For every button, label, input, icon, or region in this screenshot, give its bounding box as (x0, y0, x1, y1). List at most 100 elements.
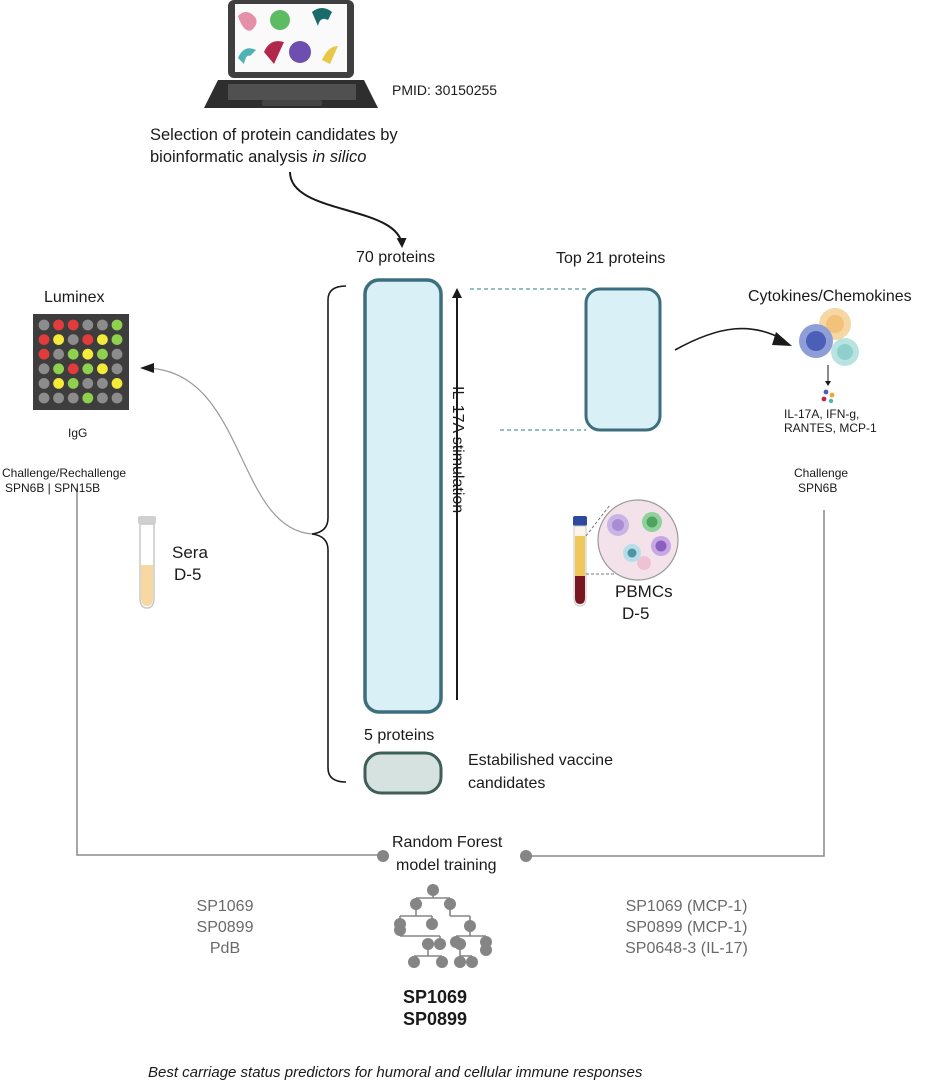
protein-box-top21 (584, 287, 662, 432)
pbmcs-line1: PBMCs (615, 582, 673, 601)
tree-node (427, 884, 439, 896)
selection-arrow (289, 171, 407, 248)
luminex-well (82, 363, 94, 375)
pbmcs-line2: D-5 (622, 604, 650, 623)
protein-column-70 (363, 278, 443, 714)
luminex-well (97, 378, 108, 389)
luminex-well (53, 348, 64, 360)
tree-node (444, 898, 456, 910)
luminex-well (97, 319, 108, 331)
cellular-predictor-2: SP0899 (MCP-1) (625, 919, 748, 936)
luminex-well (67, 334, 79, 345)
tree-node (480, 944, 492, 956)
luminex-well (97, 392, 108, 404)
tree-node (394, 924, 406, 936)
challenge-cellular-line2: SPN6B (798, 481, 838, 495)
established-line2: candidates (468, 775, 546, 792)
pmid-label: PMID: 30150255 (392, 82, 498, 98)
luminex-well (53, 334, 64, 345)
luminex-well (111, 348, 123, 360)
selection-text-line2: bioinformatic analysis in silico (150, 148, 366, 167)
challenge-cellular-line1: Challenge (794, 466, 849, 480)
brace-to-luminex-curve (145, 367, 313, 535)
humoral-predictors: SP1069 SP0899 PdB (150, 896, 300, 959)
cytokines-title: Cytokines/Chemokines (748, 288, 912, 305)
il17a-stimulation-label: IL-17A stimulation (449, 386, 466, 514)
luminex-well (97, 363, 108, 375)
selection-text-prefix: bioinformatic analysis (150, 148, 313, 166)
challenge-humoral-line1: Challenge/Rechallenge (2, 466, 127, 480)
luminex-well (111, 392, 123, 404)
random-forest-nodes (394, 884, 492, 968)
final-predictor-1: SP1069 (402, 987, 468, 1007)
sera-line2: D-5 (174, 565, 202, 584)
luminex-well (111, 378, 123, 389)
luminex-well (82, 348, 94, 360)
luminex-well (67, 319, 79, 331)
protein-box-5 (363, 751, 443, 795)
sera-tube-icon (138, 516, 156, 609)
cytokines-line2: RANTES, MCP-1 (784, 421, 877, 435)
pbmc-circle-icon (597, 499, 679, 581)
cellular-node-dot (520, 850, 532, 862)
protein-brace (311, 285, 347, 783)
luminex-well (82, 334, 94, 345)
humoral-node-dot (377, 850, 389, 862)
luminex-well (67, 392, 79, 404)
selection-text-line1: Selection of protein candidates by (150, 126, 398, 144)
luminex-well (111, 334, 123, 345)
igg-label: IgG (68, 426, 88, 440)
selection-text-italic: in silico (312, 148, 367, 166)
tree-node (466, 956, 478, 968)
top21-to-cells-arrow (674, 327, 785, 351)
luminex-well (67, 378, 79, 389)
cellular-connector (528, 510, 825, 857)
figure-caption: Best carriage status predictors for humo… (148, 1064, 643, 1081)
sera-line1: Sera (172, 543, 208, 562)
humoral-connector (76, 488, 378, 856)
cells-arrowhead (772, 332, 792, 346)
tree-node (410, 898, 422, 910)
random-forest-line2: model training (396, 857, 497, 874)
tree-node (408, 956, 420, 968)
tree-node (422, 938, 434, 950)
humoral-predictor-2: SP0899 (196, 919, 254, 936)
tree-node (464, 920, 476, 932)
luminex-well (38, 392, 50, 404)
luminex-well (38, 378, 50, 389)
luminex-well (38, 319, 50, 331)
cellular-predictor-3: SP0648-3 (IL-17) (625, 940, 748, 957)
cellular-predictors: SP1069 (MCP-1) SP0899 (MCP-1) SP0648-3 (… (594, 896, 779, 959)
luminex-well (111, 363, 123, 375)
tree-node (454, 956, 466, 968)
luminex-well (38, 363, 50, 375)
tree-node (434, 938, 446, 950)
luminex-well (38, 334, 50, 345)
luminex-plate-icon (33, 314, 129, 410)
luminex-well (82, 319, 94, 331)
luminex-well (82, 378, 94, 389)
cellular-predictor-1: SP1069 (MCP-1) (625, 898, 748, 915)
humoral-predictor-1: SP1069 (196, 898, 254, 915)
humoral-predictor-3: PdB (209, 940, 241, 957)
final-predictor-2: SP0899 (402, 1009, 468, 1029)
luminex-arrowhead (140, 363, 154, 373)
tree-node (454, 938, 466, 950)
established-line1: Estabilished vaccine (468, 752, 613, 769)
cytokines-line1: IL-17A, IFN-g, (784, 407, 860, 421)
luminex-well (67, 363, 79, 375)
blood-tube-icon (573, 504, 622, 607)
final-predictors: SP1069 SP0899 (380, 986, 490, 1030)
laptop-icon (204, 0, 378, 108)
luminex-well (53, 378, 64, 389)
luminex-well (97, 348, 108, 360)
luminex-well (82, 392, 94, 404)
luminex-title: Luminex (44, 289, 105, 306)
proteins5-label: 5 proteins (364, 727, 435, 744)
challenge-humoral-line2: SPN6B | SPN15B (5, 481, 101, 495)
luminex-well (53, 363, 64, 375)
top21-label: Top 21 proteins (556, 250, 666, 267)
tree-node (426, 918, 438, 930)
